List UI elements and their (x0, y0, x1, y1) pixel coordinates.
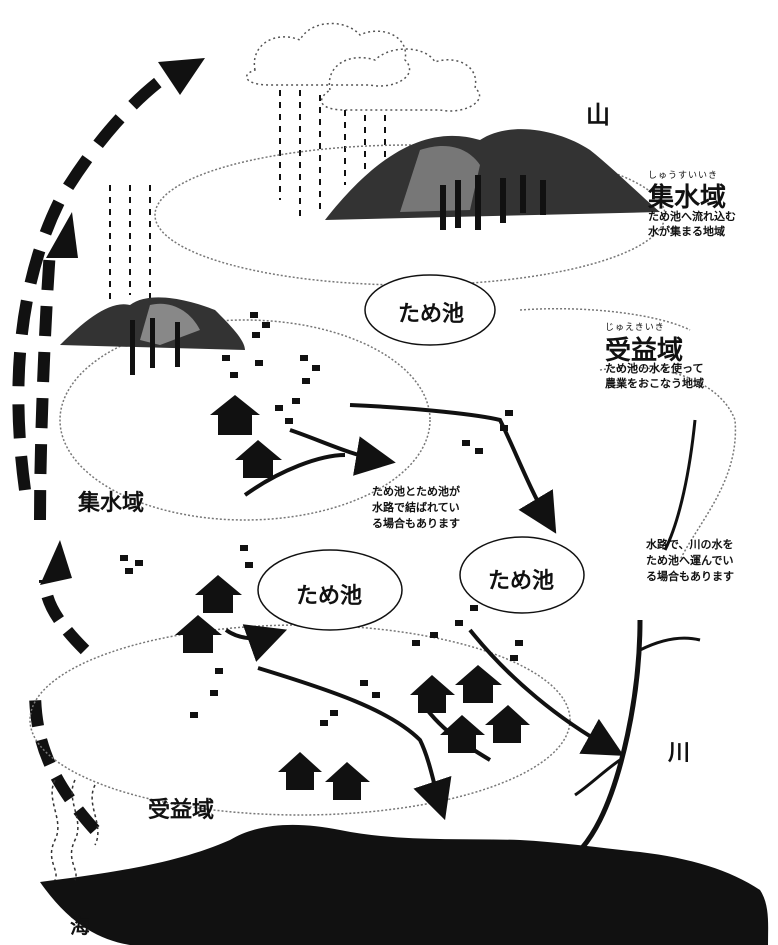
mountain-left (60, 297, 245, 375)
note-river-3: る場合もあります (646, 570, 734, 583)
pond-right-shape (459, 536, 585, 614)
house (410, 675, 455, 713)
beneficiary-right-ruby: じゅえきいき (605, 323, 665, 333)
note-river-1: 水路で、川の水を (646, 538, 734, 551)
note-river-2: ため池へ運んでい (646, 554, 734, 567)
pond-middle-shape (257, 549, 403, 631)
catchment-upper-ruby: しゅうすいいき (648, 171, 719, 181)
catchment-upper-title: 集水域 (648, 183, 727, 213)
land-and-sea (40, 779, 769, 945)
sea-label: 海 (70, 914, 90, 938)
houses (175, 395, 530, 800)
mountain-label: 山 (586, 101, 610, 129)
note-connected-3: る場合もあります (372, 517, 460, 530)
river-label: 川 (668, 741, 691, 766)
beneficiary-right-desc-1: ため池の水を使って (605, 362, 704, 375)
house (325, 762, 370, 800)
field-marks (120, 312, 523, 726)
channels (224, 403, 624, 821)
beneficiary-right-desc-2: 農業をおこなう地域 (605, 377, 704, 390)
pond-middle-label: ため池 (296, 584, 363, 609)
pond-upper-shape (364, 274, 496, 346)
catchment-upper-desc-2: 水が集まる地域 (648, 225, 725, 238)
mountain-upper (325, 129, 660, 230)
note-connected-2: 水路で結ばれてい (372, 501, 460, 514)
house (175, 615, 222, 653)
beneficiary-right-title: 受益域 (605, 336, 684, 366)
house (440, 715, 485, 753)
ponds (257, 274, 585, 631)
beneficiary-lower-label: 受益域 (148, 798, 215, 823)
rain-lines (109, 90, 386, 300)
house (210, 395, 260, 435)
note-connected-1: ため池とため池が (372, 485, 460, 498)
house (278, 752, 322, 790)
house (455, 665, 502, 703)
arrow-heads (40, 58, 205, 585)
pond-right-label: ため池 (488, 569, 555, 594)
house (235, 440, 282, 478)
catchment-upper-desc-1: ため池へ流れ込む (648, 210, 736, 223)
house (485, 705, 530, 743)
pond-upper-label: ため池 (398, 302, 465, 327)
catchment-left-label: 集水域 (78, 491, 145, 516)
house (195, 575, 242, 613)
evaporation-arrows (12, 65, 179, 835)
rain-clouds (245, 22, 481, 112)
river (558, 419, 701, 872)
